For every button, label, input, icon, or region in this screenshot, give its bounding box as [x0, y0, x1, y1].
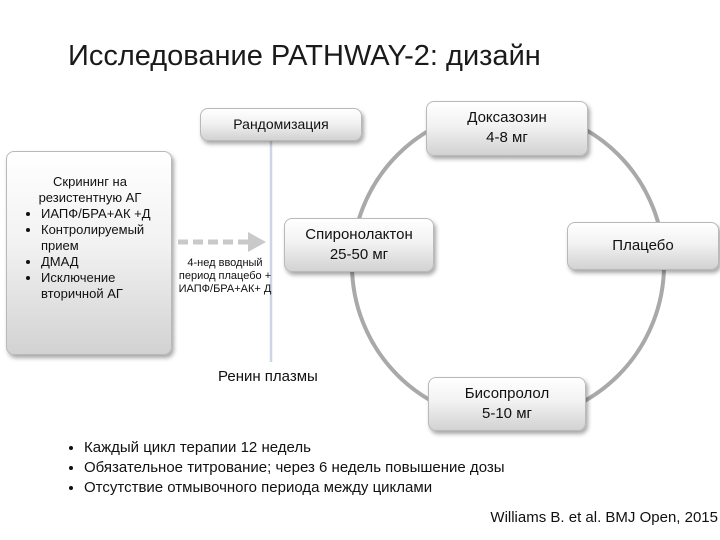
- spironolactone-name: Спиронолактон: [305, 226, 413, 243]
- note-item: Обязательное титрование; через 6 недель …: [84, 458, 505, 478]
- placebo-arm-box: Плацебо: [567, 222, 719, 270]
- spironolactone-arm-box: Спиронолактон 25-50 мг: [284, 218, 434, 272]
- randomization-box: Рандомизация: [200, 108, 362, 141]
- spironolactone-dose: 25-50 мг: [329, 246, 389, 263]
- screening-item: Контролируемый прием: [41, 222, 167, 254]
- notes-list: Каждый цикл терапии 12 недель Обязательн…: [60, 438, 505, 498]
- screening-item: ДМАД: [41, 254, 167, 270]
- doxazosin-arm-box: Доксазозин 4-8 мг: [426, 101, 588, 156]
- page-title: Исследование PATHWAY-2: дизайн: [68, 40, 541, 72]
- bisoprolol-arm-box: Бисопролол 5-10 мг: [428, 377, 586, 431]
- bisoprolol-dose: 5-10 мг: [482, 405, 532, 422]
- screening-box: Скрининг на резистентную АГ ИАПФ/БРА+АК …: [6, 151, 172, 355]
- doxazosin-name: Доксазозин: [467, 109, 547, 126]
- run-in-period-label: 4-нед вводный период плацебо + ИАПФ/БРА+…: [178, 257, 272, 295]
- screening-list: ИАПФ/БРА+АК +Д Контролируемый прием ДМАД…: [13, 206, 167, 302]
- run-in-arrow-head: [248, 232, 266, 252]
- plasma-renin-label: Ренин плазмы: [218, 368, 318, 385]
- citation: Williams B. et al. BMJ Open, 2015: [490, 509, 718, 526]
- screening-item: Исключение вторичной АГ: [41, 270, 167, 302]
- note-item: Каждый цикл терапии 12 недель: [84, 438, 505, 458]
- screening-item: ИАПФ/БРА+АК +Д: [41, 206, 167, 222]
- note-item: Отсутствие отмывочного периода между цик…: [84, 478, 505, 498]
- bisoprolol-name: Бисопролол: [464, 385, 550, 402]
- screening-title: Скрининг на резистентную АГ: [38, 174, 142, 205]
- doxazosin-dose: 4-8 мг: [486, 129, 528, 146]
